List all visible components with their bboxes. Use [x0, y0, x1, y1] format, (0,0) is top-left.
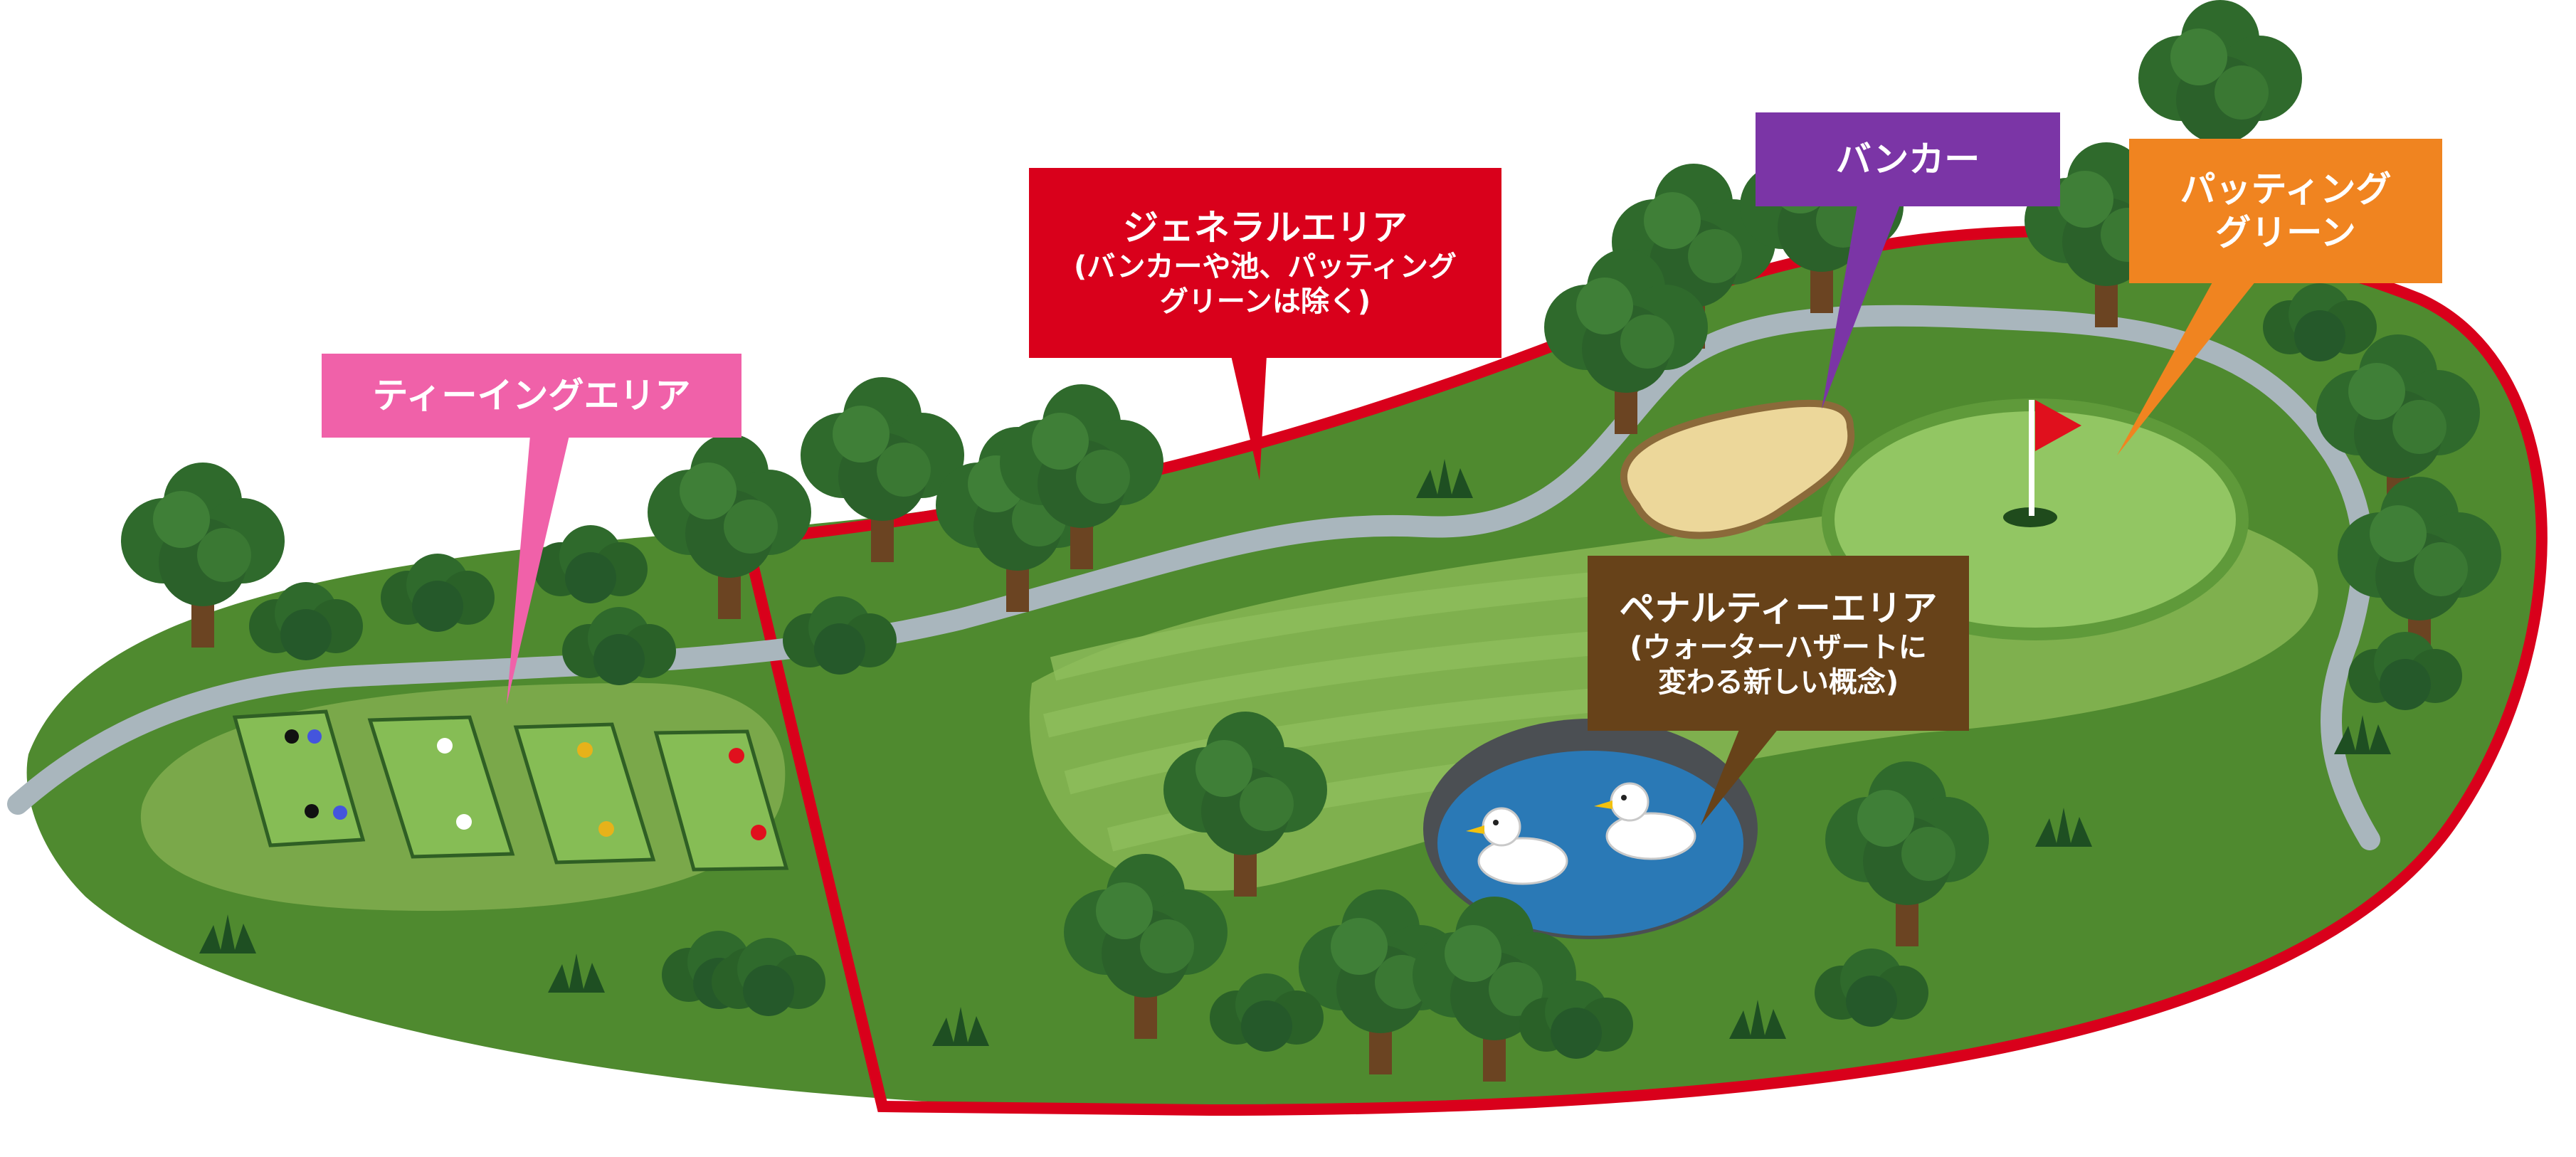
general-area-pointer: [1231, 356, 1267, 480]
penalty-area-label: ペナルティーエリア (ウォーターハザートに 変わる新しい概念): [1588, 556, 1969, 731]
tee-marker-blue: [333, 805, 347, 820]
general-area-title: ジェネラルエリア: [1123, 207, 1408, 249]
bunker-pointer: [1822, 205, 1900, 409]
penalty-area-note-line-2: 変わる新しい概念): [1657, 665, 1899, 699]
general-area-label: ジェネラルエリア (バンカーや池、パッティング グリーンは除く): [1029, 168, 1501, 358]
tee-box-4: [653, 729, 789, 872]
penalty-area-pointer: [1701, 728, 1779, 825]
tee-marker-gold: [577, 742, 593, 758]
tee-marker-red: [751, 825, 766, 840]
bunker-title: バンカー: [1835, 138, 1980, 180]
tee-marker-white: [456, 814, 472, 830]
tee-marker-black: [285, 729, 299, 744]
teeing-area-title: ティーイングエリア: [372, 374, 691, 416]
tee-box-2: [367, 715, 515, 859]
general-area-note-line-1: (バンカーや池、パッティング: [1074, 250, 1457, 284]
teeing-area-label: ティーイングエリア: [322, 354, 741, 438]
putting-green-title-line-1: パッティング: [2180, 168, 2392, 210]
tee-marker-white: [437, 738, 453, 754]
tee-box-3: [513, 722, 656, 865]
bunker-sand: [1620, 399, 1855, 539]
tee-marker-red: [729, 748, 744, 764]
tee-marker-blue: [307, 729, 322, 744]
teeing-area-pointer: [507, 435, 569, 704]
penalty-area-title: ペナルティーエリア: [1619, 587, 1938, 629]
putting-green-pointer: [2117, 281, 2256, 455]
putting-green-label: パッティング グリーン: [2129, 139, 2442, 283]
bunker-label: バンカー: [1756, 112, 2060, 206]
flag-icon: [2035, 400, 2081, 451]
tee-box-1: [232, 709, 366, 847]
cart-path: [7, 305, 2380, 850]
hole-cup: [2003, 507, 2057, 527]
putting-green-title-line-2: グリーン: [2215, 211, 2356, 253]
general-area-note-line-2: グリーンは除く): [1159, 285, 1371, 318]
pond-water: [1437, 751, 1743, 936]
bush: [534, 525, 648, 603]
tee-marker-gold: [598, 821, 614, 837]
tee-marker-black: [305, 804, 319, 818]
penalty-area-note-line-1: (ウォーターハザートに: [1630, 630, 1927, 664]
general-area-boundary: [741, 226, 2548, 1116]
